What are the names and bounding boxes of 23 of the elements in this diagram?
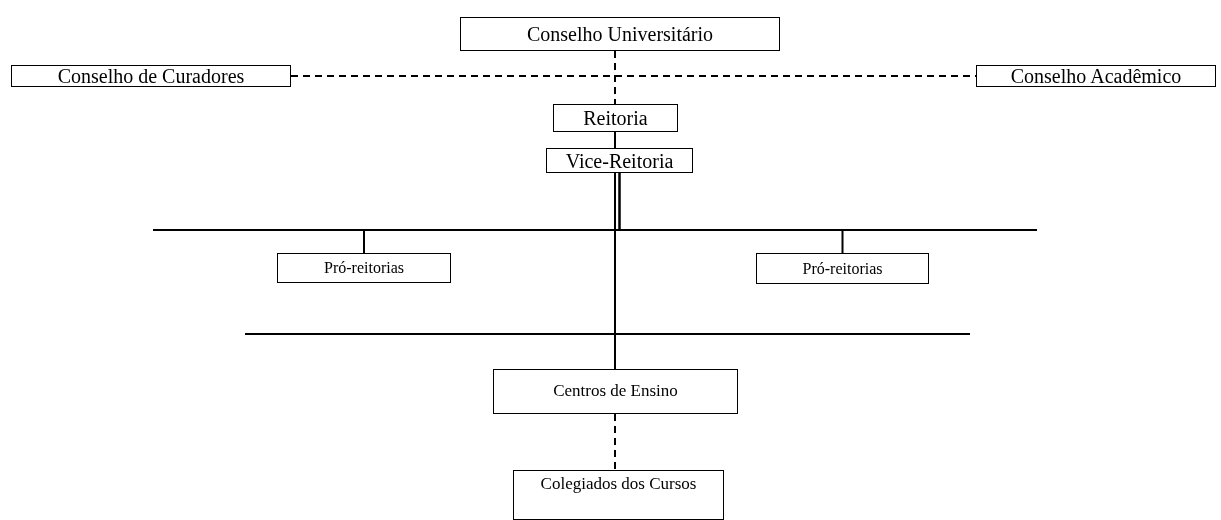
connector-line xyxy=(618,172,844,254)
box-label: Vice-Reitoria xyxy=(565,149,674,172)
box-label: Conselho Acadêmico xyxy=(1010,65,1182,87)
connector-line xyxy=(614,131,616,149)
dashed-connector xyxy=(614,50,616,105)
box-label: Centros de Ensino xyxy=(553,382,678,401)
box-label: Pró-reitorias xyxy=(324,259,404,277)
org-box xyxy=(976,65,1216,87)
box-label: Colegiados dos Cursos xyxy=(540,473,697,494)
box-label: Conselho de Curadores xyxy=(57,65,245,87)
box-label: Reitoria xyxy=(583,107,648,129)
dashed-connector xyxy=(614,413,616,471)
org-box xyxy=(546,148,693,173)
box-label: Pró-reitorias xyxy=(802,259,883,278)
org-box xyxy=(756,253,929,284)
org-box xyxy=(493,369,738,414)
box-label: Conselho Universitário xyxy=(526,23,714,45)
org-box xyxy=(11,65,291,87)
org-box xyxy=(553,104,678,132)
org-box xyxy=(460,17,780,51)
org-box xyxy=(513,470,724,520)
org-box xyxy=(277,253,451,283)
connector-line xyxy=(614,172,616,370)
